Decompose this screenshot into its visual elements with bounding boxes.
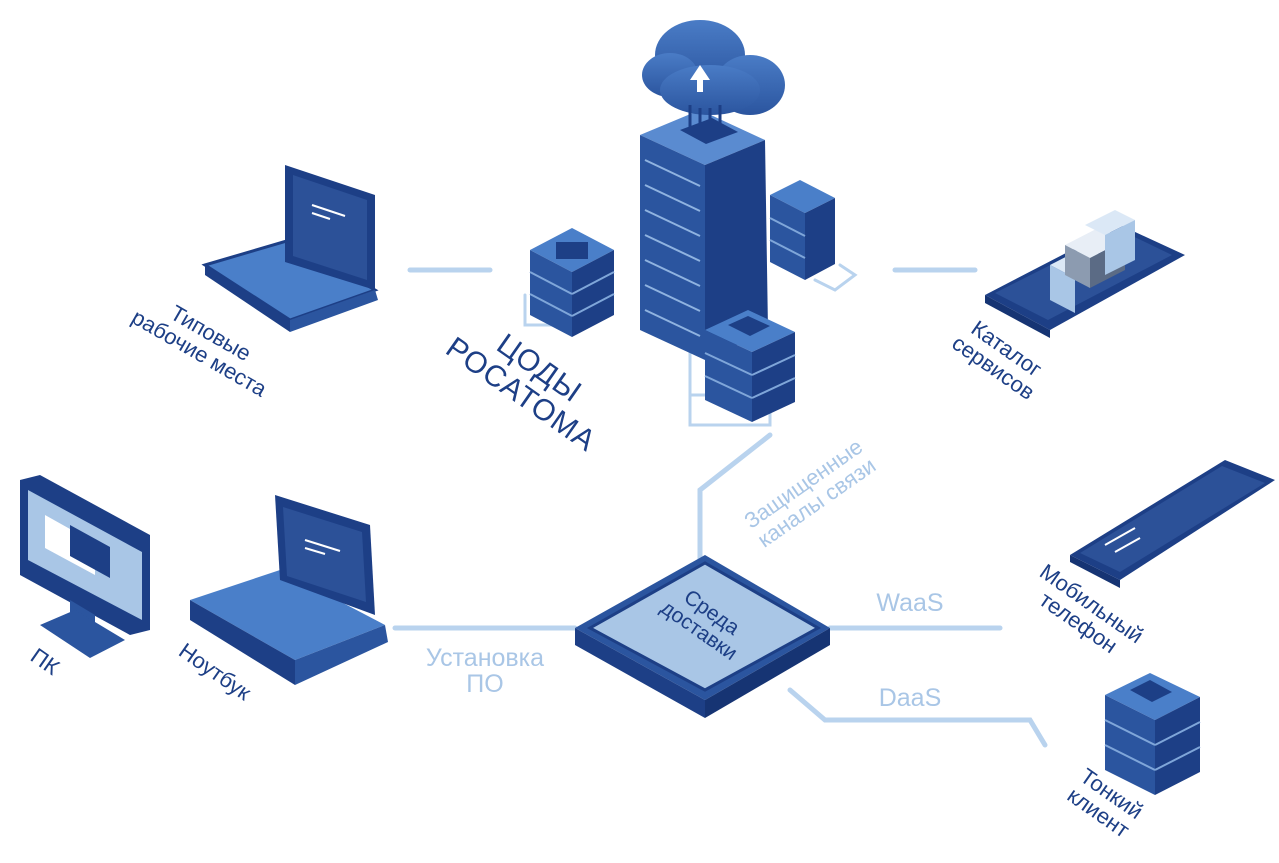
label-waas: WaaS <box>876 589 944 617</box>
laptop-workplace-icon <box>201 165 379 332</box>
link-dc-delivery <box>697 432 773 563</box>
tablet-catalog-icon <box>985 210 1185 338</box>
thin-client-icon <box>1104 673 1201 795</box>
mobile-phone-icon <box>1070 460 1275 588</box>
book-stack-icon <box>1050 210 1135 313</box>
server-tower-icon <box>640 110 768 360</box>
link-delivery-thin <box>787 687 1048 748</box>
server-cube-front-icon <box>704 310 796 422</box>
server-cube-right-icon <box>769 180 835 280</box>
pc-monitor-icon <box>20 475 150 658</box>
network-diagram <box>20 20 1275 795</box>
delivery-platform-icon <box>575 555 830 718</box>
cloud-upload-icon <box>642 20 785 128</box>
label-software-install: Установка ПО <box>425 644 545 699</box>
connection-lines <box>392 263 1048 748</box>
laptop-notebook-icon <box>190 495 388 685</box>
server-cube-left-icon <box>529 228 615 337</box>
label-daas: DaaS <box>878 684 942 712</box>
